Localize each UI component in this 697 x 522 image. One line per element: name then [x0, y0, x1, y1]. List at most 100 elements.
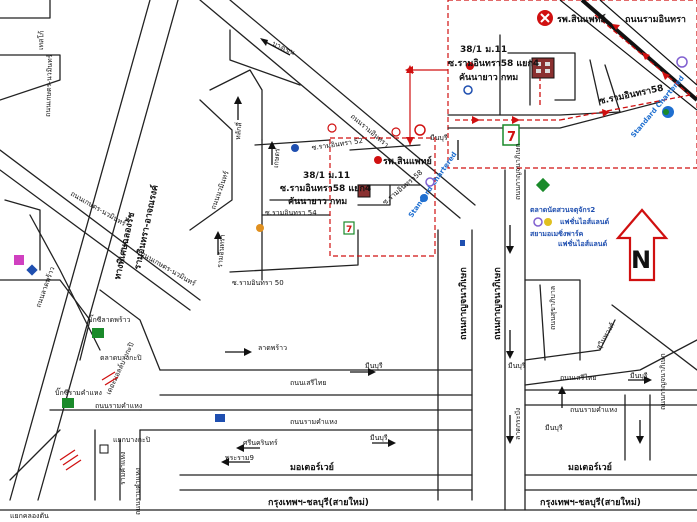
outer-ring-left-label: ถนนกาญจนาภิเษก — [458, 267, 469, 340]
min-buri-top-label: มีนบุรี — [430, 134, 448, 142]
right-road-2 — [539, 284, 546, 361]
arrow-up-right-head — [558, 386, 566, 394]
rail-crossing-icon — [59, 449, 82, 471]
ladkrabang-label: ลาดกระบัง — [514, 408, 522, 440]
right-green-icon — [535, 177, 551, 193]
ramintra-road-edge-2 — [229, 0, 476, 206]
north-arrow-shape — [615, 208, 669, 282]
right-road-7 — [611, 304, 697, 371]
nawamin-road-label: ถนนนวมินทร์ — [209, 170, 230, 211]
main-icons — [14, 123, 552, 454]
inset-route-arrow-5 — [472, 116, 480, 124]
lower-left-grid-5 — [9, 429, 61, 481]
inset-standard-chartered-logo — [662, 106, 674, 118]
suwinthawong-label: สุวินทวงศ์ — [595, 321, 617, 351]
right-road-network — [504, 169, 697, 511]
inset-building-window-3 — [536, 69, 541, 73]
inset-building-window-1 — [536, 62, 541, 66]
kaset-nawamin-label-3: ถนนเกษตร-นวมินทร์ — [44, 54, 54, 117]
phra-ram-9-label: พระราม9 — [225, 454, 254, 462]
kaset-nawamin-label-2: ถนนเกษตร-นวมินทร์ — [139, 250, 197, 288]
big-c-ram-icon — [62, 398, 74, 408]
arrow-down-right-4-head — [636, 436, 644, 444]
cross-road-icon — [414, 124, 426, 136]
inset-hospital-cross — [540, 13, 550, 23]
red-marker-1 — [327, 123, 337, 133]
main-seven-eleven-text: 7 — [346, 225, 352, 235]
road-grid-1 — [0, 0, 51, 19]
right-road-3 — [524, 319, 616, 361]
main-sc-icon — [420, 194, 428, 202]
soi-54-label: ซ.รามอินทรา 54 — [265, 209, 317, 217]
north-letter: N — [631, 246, 651, 274]
arrow-up-1-head — [234, 96, 242, 104]
inset-route-arrow-6 — [512, 116, 520, 124]
inset-sc-icon-inner — [663, 109, 669, 115]
blue-square-icon — [460, 240, 465, 246]
road-grid-15 — [4, 199, 41, 271]
road-grid-11 — [349, 144, 421, 151]
outer-ring-right-label-2: ถนนกาญจนาภิเษก — [514, 143, 522, 200]
big-c-lat-phrao-label: บิ๊กซีลาดพร้าว — [88, 314, 131, 324]
the-mall-label: เดอะมอลล์บางกะปิ — [105, 341, 136, 396]
road-grid-3 — [189, 99, 233, 231]
soi-50-label: ซ.รามอินทรา 50 — [232, 279, 284, 287]
direction-arrows — [214, 38, 652, 466]
market-label-1: ตลาดนัดสวนจตุจักร2 — [530, 206, 595, 214]
expressway-edge-1 — [9, 0, 151, 501]
rail-crossing-icon-2 — [101, 371, 119, 386]
arrow-right-1-head — [368, 368, 376, 376]
inset-address-line2: ซ.รามอินทรา58 แยก4 — [448, 58, 539, 69]
inset-brand-icon — [676, 56, 688, 68]
arrow-right-3-head — [388, 439, 396, 447]
inset-route-arrow-3 — [642, 52, 650, 60]
right-yellow-icon — [544, 218, 552, 226]
small-building-icon — [99, 444, 109, 454]
arrow-up-2-head — [268, 141, 276, 149]
arrow-right-2-head — [244, 348, 252, 356]
road-grid-9 — [229, 229, 359, 273]
sukhaphiban-label: ถนนสุขาภิบาล — [549, 286, 557, 330]
big-c-icon — [92, 328, 104, 338]
market-label-3: สยามอเมซิ่งพาร์ค — [530, 228, 584, 238]
lat-phrao-road-label: ถนนลาดพร้าว — [34, 266, 56, 309]
inset-marker-icon — [466, 62, 474, 70]
main-hospital-label: รพ.สินแพทย์ — [383, 155, 432, 167]
main-address-line1: 38/1 ม.11 — [303, 171, 350, 181]
ramkhamhaeng-label-3: ถนนรามคำแหง — [570, 406, 617, 414]
ramkhamhaeng-vertical-label: ถนนรามคำแหง — [134, 468, 142, 515]
ramkhamhaeng-label-2: ถนนรามคำแหง — [290, 418, 337, 426]
main-focus: 7 รพ.สินแพทย์ 38/1 ม.11 ซ.รามอินทรา58 แย… — [280, 137, 459, 257]
bang-kapi-market-label: ตลาดบางกะปิ — [100, 354, 142, 362]
inset-ramintra-rail-1 — [580, 0, 697, 102]
ramkhamhaeng-label-1: ถนนรามคำแหง — [95, 402, 142, 410]
right-purple-icon — [533, 217, 543, 227]
min-buri-label-1: มีนบุรี — [365, 362, 383, 370]
main-road-network — [0, 0, 697, 511]
road-grid-6 — [254, 139, 331, 146]
inset-building-window-4 — [545, 69, 550, 73]
right-road-6 — [524, 339, 697, 386]
inset-building-window-2 — [545, 62, 550, 66]
inset-address-line3: คันนายาว กทม — [459, 72, 518, 83]
bang-kapi-intersection-label: แยกบางกะปิ — [113, 436, 151, 444]
outer-ring-right-label: ถนนกาญจนาภิเษก — [492, 267, 503, 340]
brand-icon-main — [425, 177, 435, 187]
road-grid-17 — [99, 289, 161, 371]
serithai-label-2: ถนนเสรีไทย — [560, 373, 596, 382]
kaset-nawamin-edge-2 — [0, 169, 191, 311]
inset-ramintra-rail-2 — [599, 0, 697, 86]
road-grid-4 — [209, 69, 263, 141]
inset-connector — [405, 65, 448, 145]
arrow-bang-khen-head — [260, 38, 268, 46]
inset-route-arrow-4 — [662, 72, 670, 80]
sri-nakarin-label: ศรีนครินทร์ — [243, 439, 278, 447]
right-road-1 — [524, 279, 581, 361]
road-grid-16 — [29, 214, 101, 351]
arrow-down-right-2-head — [506, 246, 514, 254]
inset-map: 7 Standard Chartered รพ.สินแพทย์ ถนนรามอ… — [447, 0, 697, 169]
inset-route-arrow-7 — [602, 109, 610, 117]
inset-seven-eleven-icon — [502, 124, 520, 146]
road-grid-2 — [0, 54, 61, 101]
inset-route-3 — [594, 14, 691, 96]
